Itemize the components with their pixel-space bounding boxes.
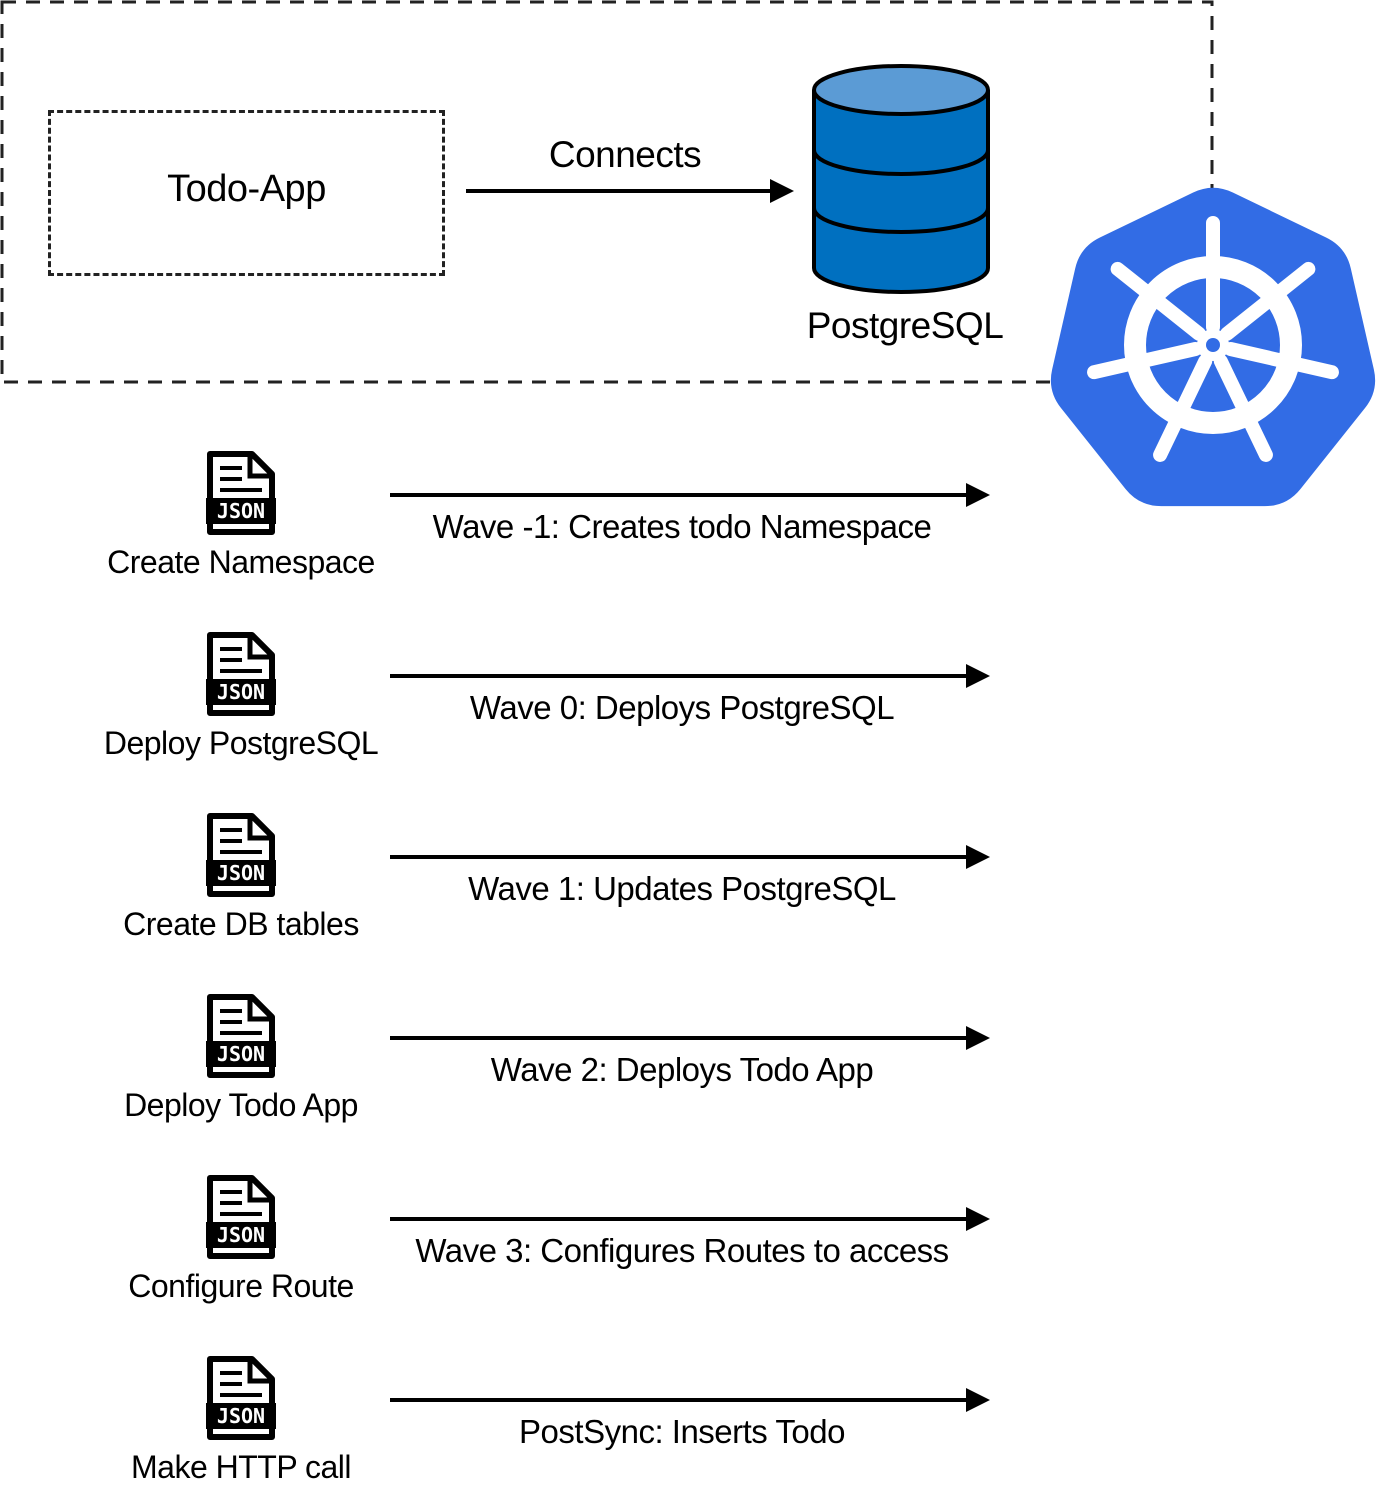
file-label: Create Namespace	[107, 544, 375, 580]
json-file-icon: JSON	[206, 451, 276, 541]
wave-label: Wave -1: Creates todo Namespace	[432, 508, 932, 545]
wave-label: PostSync: Inserts Todo	[519, 1413, 845, 1450]
json-file-icon: JSON	[206, 1356, 276, 1446]
wave-arrow	[390, 664, 990, 688]
json-file-icon: JSON	[206, 813, 276, 903]
json-file-icon: JSON	[206, 1175, 276, 1265]
json-tag-text: JSON	[217, 1223, 265, 1247]
file-label: Configure Route	[128, 1268, 354, 1304]
todo-app-label: Todo-App	[167, 168, 326, 210]
wave-arrow	[390, 483, 990, 507]
wave-arrow	[390, 1207, 990, 1231]
wave-label: Wave 1: Updates PostgreSQL	[468, 870, 896, 907]
file-label: Make HTTP call	[130, 1449, 352, 1485]
wave-label: Wave 3: Configures Routes to access	[415, 1232, 949, 1269]
json-tag-text: JSON	[217, 1042, 265, 1066]
connects-label: Connects	[548, 134, 702, 175]
file-label: Create DB tables	[123, 906, 359, 942]
wave-label: Wave 0: Deploys PostgreSQL	[469, 689, 895, 726]
wave-label: Wave 2: Deploys Todo App	[490, 1051, 874, 1088]
file-label: Deploy PostgreSQL	[103, 725, 379, 761]
json-tag-text: JSON	[217, 680, 265, 704]
json-file-icon: JSON	[206, 994, 276, 1084]
json-tag-text: JSON	[217, 499, 265, 523]
postgresql-label: PostgreSQL	[806, 305, 1004, 346]
json-file-icon: JSON	[206, 632, 276, 722]
json-tag-text: JSON	[217, 1404, 265, 1428]
file-label: Deploy Todo App	[124, 1087, 358, 1123]
todo-app-box	[48, 110, 445, 276]
json-tag-text: JSON	[217, 861, 265, 885]
wave-arrow	[390, 1026, 990, 1050]
wave-arrow	[390, 1388, 990, 1412]
wave-arrow	[390, 845, 990, 869]
